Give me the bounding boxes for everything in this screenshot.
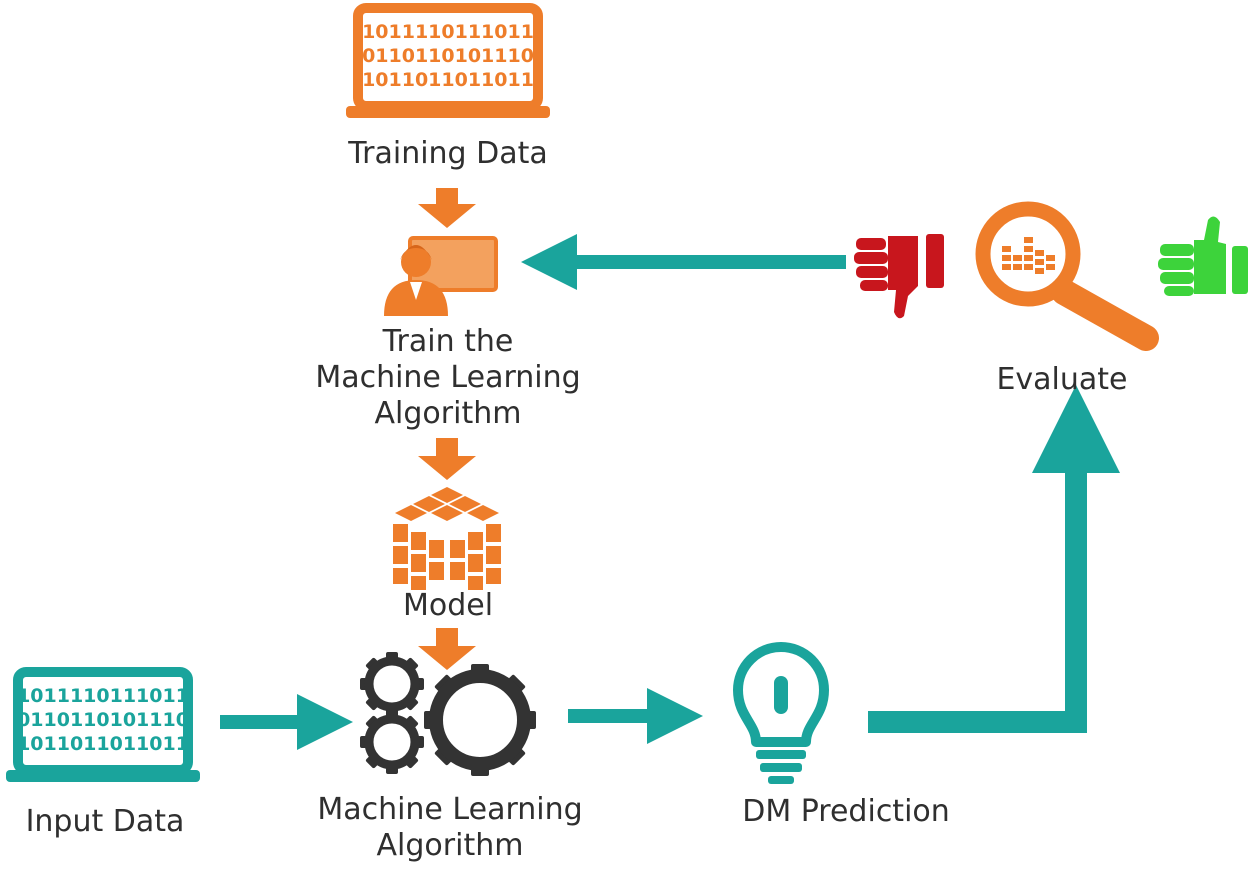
training-bits-line-1: 1011110111011 bbox=[362, 21, 534, 43]
arrow-prediction-to-evaluate bbox=[868, 385, 1120, 733]
input-bits-line-3: 1011011011011 bbox=[17, 733, 189, 755]
trainer-presentation-icon bbox=[384, 236, 498, 316]
arrow-training-to-train bbox=[418, 188, 476, 228]
input-bits-line-1: 1011110111011 bbox=[17, 685, 189, 707]
input-data-laptop-icon: 1011110111011 0110110101110 101101101101… bbox=[6, 667, 200, 782]
ml-algorithm-label: Machine Learning Algorithm bbox=[250, 792, 650, 864]
large-gear-icon bbox=[424, 664, 536, 776]
small-gear-bottom-icon bbox=[360, 710, 424, 774]
thumbs-up-icon bbox=[1158, 216, 1248, 296]
ml-algorithm-label-line-1: Machine Learning bbox=[317, 792, 583, 827]
train-label-line-3: Algorithm bbox=[374, 396, 522, 431]
training-bits-line-3: 1011011011011 bbox=[362, 69, 534, 91]
train-label-line-2: Machine Learning bbox=[315, 360, 581, 395]
thumbs-down-icon bbox=[854, 234, 944, 319]
model-cube-icon bbox=[393, 487, 501, 590]
training-data-laptop-icon: 1011110111011 0110110101110 101101101101… bbox=[346, 3, 550, 118]
training-bits-line-2: 0110110101110 bbox=[362, 45, 534, 67]
arrow-model-to-algorithm bbox=[418, 628, 476, 670]
lightbulb-icon bbox=[733, 642, 829, 784]
gears-icon bbox=[360, 652, 536, 776]
input-data-label: Input Data bbox=[25, 804, 185, 839]
small-gear-top-icon bbox=[360, 652, 424, 716]
prediction-label: DM Prediction bbox=[742, 794, 950, 829]
train-label-line-1: Train the bbox=[382, 324, 514, 359]
evaluate-label: Evaluate bbox=[996, 362, 1128, 397]
model-label: Model bbox=[402, 588, 494, 623]
training-data-label: Training Data bbox=[348, 136, 548, 171]
magnifier-chart-icon bbox=[975, 201, 1159, 351]
ml-algorithm-label-line-2: Algorithm bbox=[376, 828, 524, 863]
input-bits-line-2: 0110110101110 bbox=[17, 709, 189, 731]
arrow-train-to-model bbox=[418, 438, 476, 480]
train-label: Train the Machine Learning Algorithm bbox=[248, 324, 648, 432]
bar-chart-icon bbox=[1002, 237, 1055, 274]
